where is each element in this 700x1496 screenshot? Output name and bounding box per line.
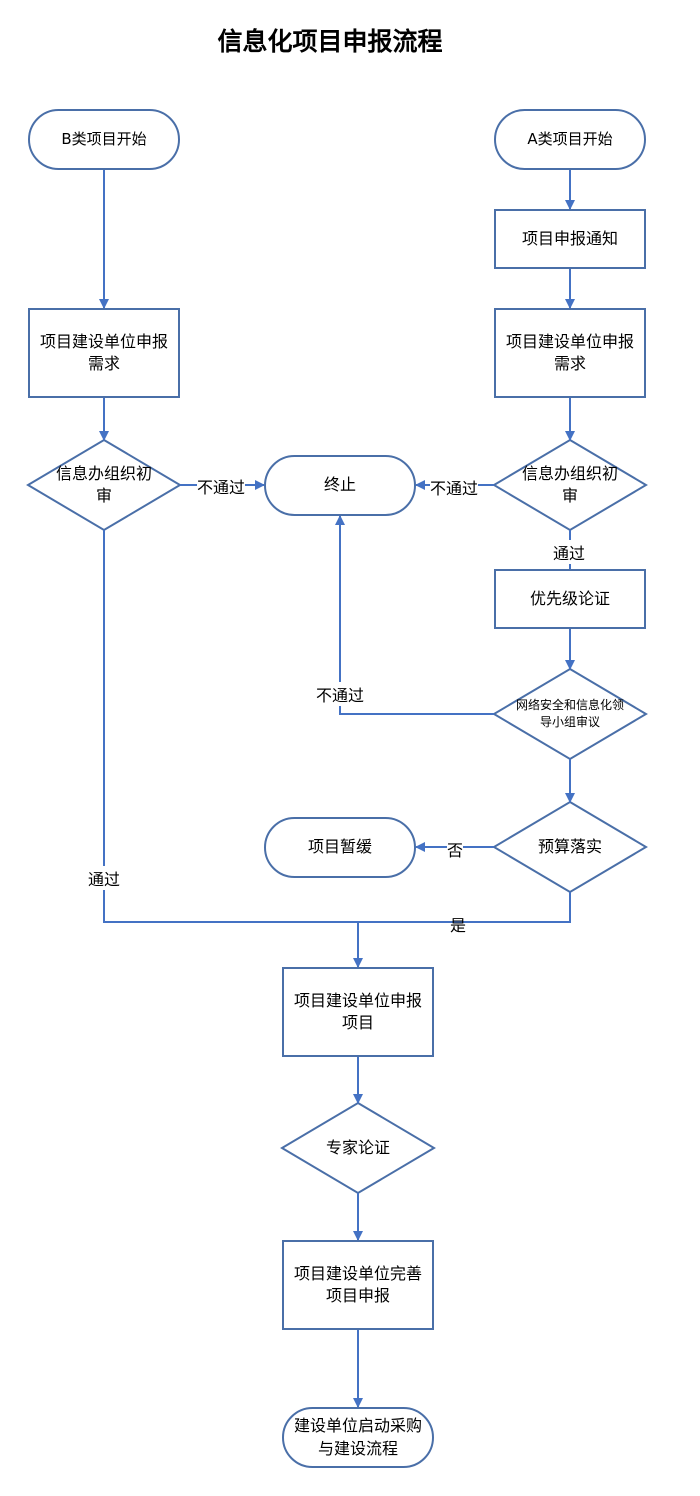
b-review-label: 信息办组织初 审: [55, 463, 152, 505]
expert-label: 专家论证: [325, 1137, 390, 1157]
edge-leader-terminate: [335, 515, 494, 715]
a-fail-label: 不通过: [430, 475, 479, 499]
suspend-terminal: 项目暂缓: [264, 817, 416, 878]
a-pass-label: 通过: [553, 540, 586, 564]
a-demand-box: 项目建设单位申报 需求: [494, 308, 646, 398]
edge-breview-pass: [103, 530, 358, 923]
page-title: 信息化项目申报流程: [217, 27, 443, 56]
edge-budget-yes: [358, 892, 571, 923]
budget-label: 预算落实: [537, 836, 602, 856]
improve-box: 项目建设单位完善 项目申报: [282, 1240, 434, 1330]
b-fail-label: 不通过: [197, 474, 246, 498]
b-pass-label: 通过: [88, 866, 121, 890]
b-start-terminal: B类项目开始: [28, 109, 180, 170]
procure-terminal: 建设单位启动采购 与建设流程: [282, 1407, 434, 1468]
a-review-label: 信息办组织初 审: [521, 463, 618, 505]
priority-box: 优先级论证: [494, 569, 646, 629]
terminate-terminal: 终止: [264, 455, 416, 516]
b-demand-box: 项目建设单位申报 需求: [28, 308, 180, 398]
leader-review-label: 网络安全和信息化领 导小组审议: [515, 698, 624, 729]
budget-no-label: 否: [447, 837, 464, 861]
budget-yes-label: 是: [450, 916, 467, 935]
apply-project-box: 项目建设单位申报 项目: [282, 967, 434, 1057]
a-start-terminal: A类项目开始: [494, 109, 646, 170]
leader-fail-label: 不通过: [316, 682, 365, 706]
a-notice-box: 项目申报通知: [494, 209, 646, 269]
